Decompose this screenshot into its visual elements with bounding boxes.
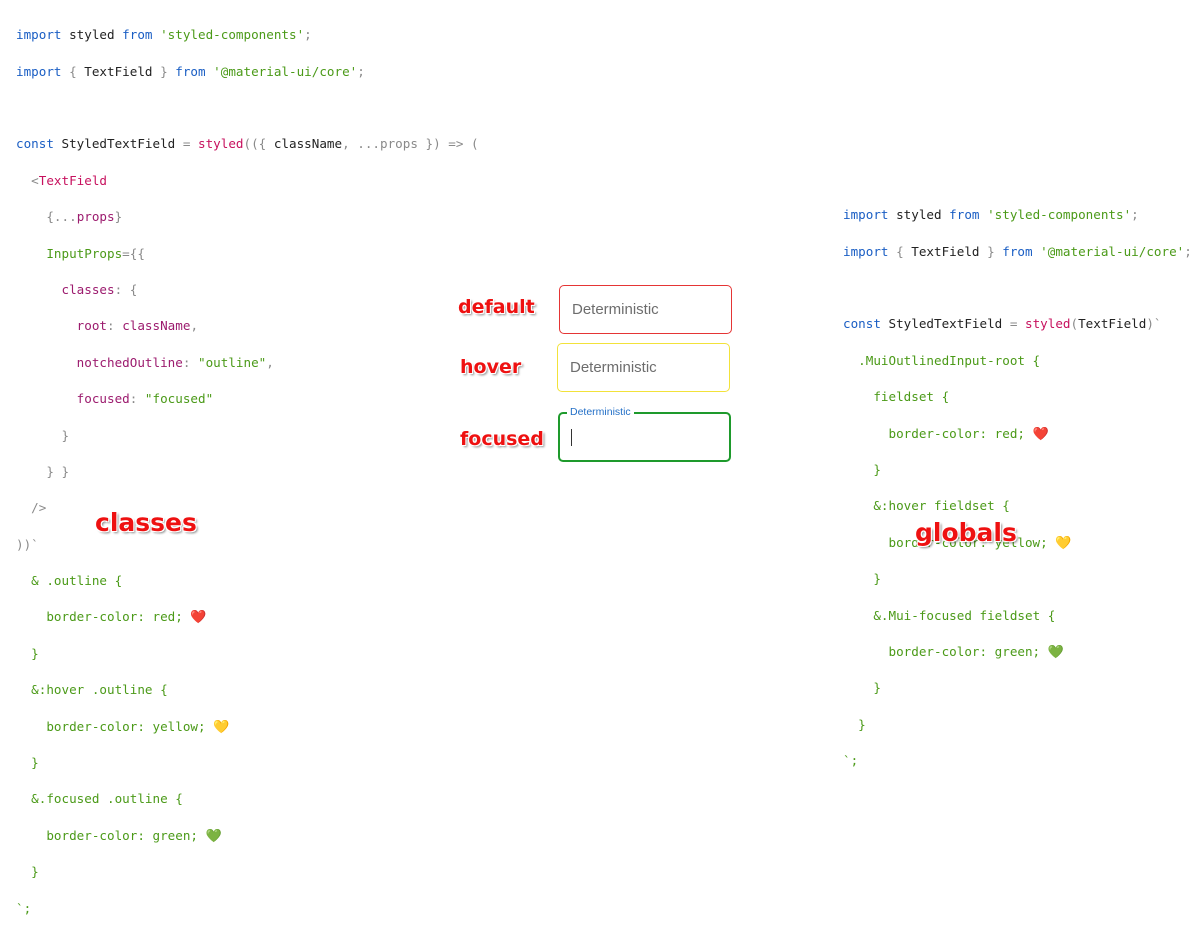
red-heart-icon: ❤️ <box>190 610 207 626</box>
code-line: } <box>858 716 866 732</box>
code-line: border-color: green; 💚 <box>888 643 1064 660</box>
code-line: &.focused .outline { <box>31 791 183 807</box>
code-line: } <box>31 864 39 880</box>
code-line: {...props} <box>46 209 123 225</box>
code-line: } <box>873 680 881 696</box>
globals-code-block: import styled from 'styled-components'; … <box>843 188 1192 788</box>
globals-section-label: globals <box>915 518 1017 547</box>
green-heart-icon: 💚 <box>1047 644 1064 660</box>
code-line: .MuiOutlinedInput-root { <box>858 352 1041 368</box>
code-line: } <box>31 645 39 661</box>
yellow-heart-icon: 💛 <box>213 719 230 735</box>
code-line: &:hover .outline { <box>31 682 168 698</box>
text-field-placeholder: Deterministic <box>570 359 657 376</box>
code-line: } <box>61 427 70 443</box>
code-line: notchedOutline: "outline", <box>76 354 274 370</box>
code-line: `; <box>16 900 32 916</box>
code-line: const StyledTextField = styled(({ classN… <box>16 136 479 152</box>
code-line: } <box>873 571 881 587</box>
code-line: &:hover fieldset { <box>873 498 1010 514</box>
code-line: `; <box>843 753 859 769</box>
code-line: /> <box>31 500 47 516</box>
text-caret <box>571 429 572 446</box>
code-line-blank <box>16 99 479 117</box>
code-line: import styled from 'styled-components'; <box>16 27 312 43</box>
code-line: border-color: red; ❤️ <box>46 609 207 626</box>
classes-section-label: classes <box>95 508 197 537</box>
classes-code-block: import styled from 'styled-components'; … <box>16 8 479 936</box>
code-line-blank <box>843 279 1192 297</box>
default-state-label: default <box>458 296 535 318</box>
code-line: border-color: green; 💚 <box>46 827 222 844</box>
code-line: const StyledTextField = styled(TextField… <box>843 316 1162 332</box>
code-line: <TextField <box>31 172 108 188</box>
code-line: } <box>31 755 39 771</box>
code-line: import { TextField } from '@material-ui/… <box>843 243 1192 259</box>
code-line: InputProps={{ <box>46 245 145 261</box>
code-line: import styled from 'styled-components'; <box>843 207 1139 223</box>
code-line: border-color: yellow; 💛 <box>888 534 1072 551</box>
code-line: & .outline { <box>31 573 123 589</box>
default-text-field[interactable]: Deterministic <box>559 285 732 334</box>
code-line: &.Mui-focused fieldset { <box>873 607 1056 623</box>
code-line: border-color: red; ❤️ <box>888 425 1049 442</box>
focused-text-field[interactable]: Deterministic <box>558 406 731 462</box>
hover-state-label: hover <box>460 356 522 378</box>
code-line: } } <box>46 463 70 479</box>
code-line: border-color: yellow; 💛 <box>46 718 230 735</box>
green-heart-icon: 💚 <box>205 828 222 844</box>
text-field-placeholder: Deterministic <box>572 301 659 318</box>
code-line: import { TextField } from '@material-ui/… <box>16 63 365 79</box>
floating-label: Deterministic <box>567 406 634 418</box>
code-line: } <box>873 461 881 477</box>
red-heart-icon: ❤️ <box>1032 426 1049 442</box>
focused-state-label: focused <box>460 428 544 450</box>
yellow-heart-icon: 💛 <box>1055 535 1072 551</box>
hover-text-field[interactable]: Deterministic <box>557 343 730 392</box>
code-line: ))` <box>16 536 39 552</box>
code-line: fieldset { <box>873 389 950 405</box>
code-line: focused: "focused" <box>76 391 214 407</box>
code-line: root: className, <box>76 318 199 334</box>
code-line: classes: { <box>61 281 138 297</box>
